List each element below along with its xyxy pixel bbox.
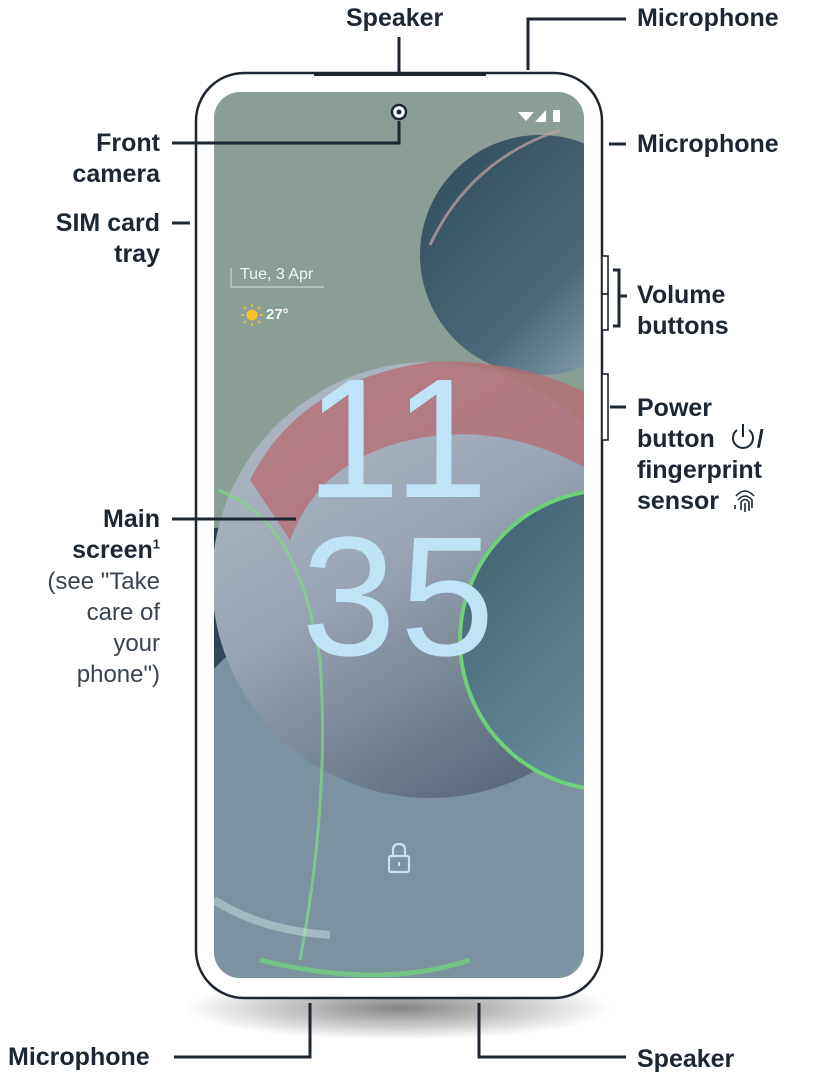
leader-volume-bracket xyxy=(613,268,621,328)
battery-icon xyxy=(553,110,560,122)
clock-minute: 35 xyxy=(301,502,498,692)
label-main-screen: Main screen1 xyxy=(72,505,160,564)
leader-speaker-bottom xyxy=(477,1003,626,1059)
label-sim-tray: SIM card tray xyxy=(55,209,160,268)
sun-icon xyxy=(241,304,263,326)
label-microphone-top: Microphone xyxy=(637,4,779,32)
footnote-marker: 1 xyxy=(152,536,160,552)
leader-front-camera xyxy=(172,121,401,145)
label-microphone-bottom: Microphone xyxy=(8,1043,150,1071)
leader-lines xyxy=(172,17,627,1059)
fingerprint-icon xyxy=(734,490,755,512)
power-icon xyxy=(732,424,754,449)
lock-temperature: 27° xyxy=(266,306,289,323)
label-speaker-top: Speaker xyxy=(346,4,444,32)
lock-icon[interactable] xyxy=(387,842,411,874)
wallpaper-bubble-top xyxy=(420,135,584,375)
label-volume-buttons: Volume buttons xyxy=(637,281,729,340)
power-button[interactable] xyxy=(601,373,609,441)
signal-icon xyxy=(535,110,546,122)
wallpaper-red-arc xyxy=(250,361,584,540)
leader-microphone-bottom xyxy=(174,1003,312,1059)
lock-date: Tue, 3 Apr xyxy=(240,266,314,283)
label-power-button: Power button/ fingerprint sensor xyxy=(637,394,764,515)
label-front-camera: Front camera xyxy=(72,129,160,188)
clock-hour: 11 xyxy=(306,344,494,534)
main-screen-note: (see "Take care of your phone") xyxy=(47,568,160,688)
volume-button-down[interactable] xyxy=(601,293,609,331)
leader-microphone-top xyxy=(526,17,626,70)
wallpaper-bubble-right xyxy=(458,488,584,792)
label-microphone-side: Microphone xyxy=(637,130,779,158)
label-speaker-bottom: Speaker xyxy=(637,1045,735,1073)
wifi-icon xyxy=(518,112,534,121)
volume-button-up[interactable] xyxy=(601,255,609,295)
main-screen[interactable] xyxy=(63,92,760,1065)
